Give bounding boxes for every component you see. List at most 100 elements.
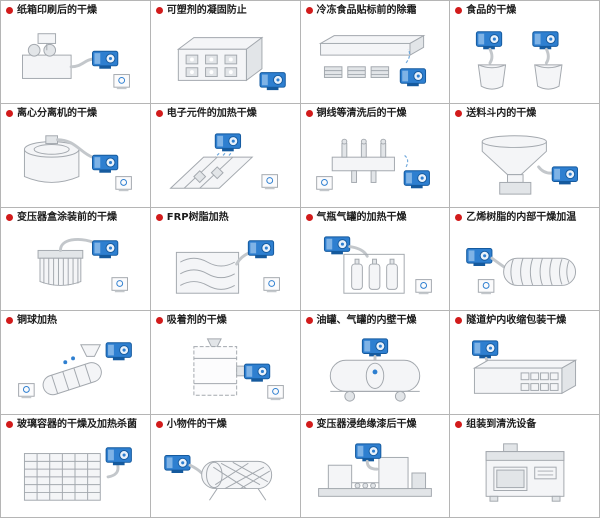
bullet-icon xyxy=(455,7,463,14)
illustration-area xyxy=(151,327,300,414)
bullet-icon xyxy=(155,110,163,118)
cell-label: 乙烯树脂的内部干燥加温 xyxy=(466,211,577,223)
illustration-area xyxy=(301,430,450,517)
grid-cell-transformer-box: 变压器盒涂装前的干燥 xyxy=(1,207,151,312)
temperature-controller-icon xyxy=(263,277,281,293)
grid-cell-copper-wire: 铜线等清洗后的干燥 xyxy=(300,104,451,208)
small-parts-drum-illustration xyxy=(164,455,273,501)
cell-label: 组装到清洗设备 xyxy=(466,418,537,430)
cell-label: 冷冻食品贴标前的除霜 xyxy=(316,5,417,16)
blower-unit-icon xyxy=(354,443,382,462)
food-sacks-illustration xyxy=(475,31,563,91)
blower-unit-icon xyxy=(551,166,578,185)
blower-unit-icon xyxy=(92,51,119,70)
blower-unit-icon xyxy=(531,31,559,51)
bullet-icon xyxy=(155,213,163,221)
cell-label: 铜线等清洗后的干燥 xyxy=(316,108,407,120)
cell-label: 纸箱印刷后的干燥 xyxy=(17,5,97,16)
glass-container-rack-illustration xyxy=(24,447,133,501)
illustration-area xyxy=(450,223,599,310)
illustration-area xyxy=(151,430,300,517)
bullet-icon xyxy=(6,317,13,325)
bullet-icon xyxy=(305,7,313,14)
illustration-area xyxy=(151,223,300,310)
cell-label: 吸着剂的干燥 xyxy=(166,315,227,327)
illustration-area xyxy=(301,17,450,104)
cell-label: 变压器盒涂装前的干燥 xyxy=(17,211,117,223)
grid-cell-glass-containers: 玻璃容器的干燥及加热杀菌 xyxy=(1,414,151,518)
bullet-icon xyxy=(155,317,163,325)
bullet-icon xyxy=(455,420,463,428)
grid-cell-food-drying: 食品的干燥 xyxy=(450,1,600,105)
tank-inner-wall-illustration xyxy=(329,338,421,402)
pcb-heating-illustration xyxy=(169,133,279,190)
temperature-controller-icon xyxy=(115,175,133,192)
blower-unit-icon xyxy=(247,240,275,259)
illustration-area xyxy=(450,120,599,207)
transformer-box-illustration xyxy=(37,238,129,293)
cell-header: 气瓶气罐的加热干燥 xyxy=(301,208,450,224)
blower-unit-icon xyxy=(475,31,502,51)
grid-cell-tunnel-furnace: 隧道炉内收缩包装干燥 xyxy=(450,311,600,415)
bullet-icon xyxy=(155,420,163,428)
illustration-area xyxy=(450,430,599,517)
blower-unit-icon xyxy=(471,339,498,359)
blower-unit-icon xyxy=(92,154,119,174)
blower-unit-icon xyxy=(259,72,286,92)
grid-cell-cleaning-equipment: 组装到清洗设备 xyxy=(450,414,600,518)
cell-header: FRP树脂加热 xyxy=(151,208,300,224)
blower-unit-icon xyxy=(403,170,430,189)
grid-cell-frp-resin: FRP树脂加热 xyxy=(150,207,301,312)
illustration-area xyxy=(1,327,150,414)
temperature-controller-icon xyxy=(267,384,284,401)
bullet-icon xyxy=(6,213,13,221)
cell-header: 吸着剂的干燥 xyxy=(151,311,300,327)
cell-header: 组装到清洗设备 xyxy=(450,415,599,431)
cell-label: FRP树脂加热 xyxy=(166,211,229,223)
bullet-icon xyxy=(305,110,313,118)
cell-header: 铜球加热 xyxy=(1,311,150,327)
cell-label: 电子元件的加热干燥 xyxy=(166,108,257,120)
copper-ball-illustration xyxy=(18,341,133,399)
bullet-icon xyxy=(155,7,163,14)
bullet-icon xyxy=(305,420,313,428)
blower-unit-icon xyxy=(106,341,133,361)
grid-cell-tank-inner-wall: 油罐、气罐的内壁干燥 xyxy=(300,311,451,415)
feed-hopper-illustration xyxy=(481,135,578,195)
blower-unit-icon xyxy=(399,68,426,88)
cell-label: 变压器浸绝缘漆后干燥 xyxy=(316,418,417,430)
bullet-icon xyxy=(305,317,313,325)
gas-cylinders-illustration xyxy=(323,236,432,295)
illustration-area xyxy=(301,327,450,414)
cell-header: 冷冻食品贴标前的除霜 xyxy=(301,1,450,17)
cell-header: 铜线等清洗后的干燥 xyxy=(301,104,450,120)
blower-unit-icon xyxy=(465,248,493,267)
cleaning-equipment-illustration xyxy=(485,443,564,502)
grid-cell-feed-hopper: 送料斗内的干燥 xyxy=(450,104,600,208)
grid-cell-gas-cylinders: 气瓶气罐的加热干燥 xyxy=(300,207,451,312)
illustration-area xyxy=(151,120,300,207)
grid-cell-varnish-dip: 变压器浸绝缘漆后干燥 xyxy=(300,414,451,518)
bullet-icon xyxy=(6,7,13,14)
cell-label: 玻璃容器的干燥及加热杀菌 xyxy=(17,418,137,430)
cell-label: 气瓶气罐的加热干燥 xyxy=(316,211,407,223)
grid-cell-copper-ball: 铜球加热 xyxy=(1,311,151,415)
plasticizer-cabinet-illustration xyxy=(177,37,286,92)
blower-unit-icon xyxy=(214,133,242,152)
cell-label: 铜球加热 xyxy=(17,315,57,327)
illustration-area xyxy=(1,223,150,310)
frozen-food-illustration xyxy=(318,35,426,88)
illustration-area xyxy=(151,17,300,104)
cell-header: 油罐、气罐的内壁干燥 xyxy=(301,311,450,327)
cell-header: 送料斗内的干燥 xyxy=(450,104,599,120)
cell-label: 小物件的干燥 xyxy=(166,418,227,430)
grid-cell-electronics: 电子元件的加热干燥 xyxy=(150,104,301,208)
bullet-icon xyxy=(455,317,463,325)
blower-unit-icon xyxy=(244,363,271,382)
temperature-controller-icon xyxy=(316,175,333,192)
cell-header: 变压器盒涂装前的干燥 xyxy=(1,208,150,224)
bullet-icon xyxy=(305,213,313,221)
grid-cell-carton-printing: 纸箱印刷后的干燥 xyxy=(1,1,151,105)
varnish-dip-line-illustration xyxy=(318,443,432,497)
